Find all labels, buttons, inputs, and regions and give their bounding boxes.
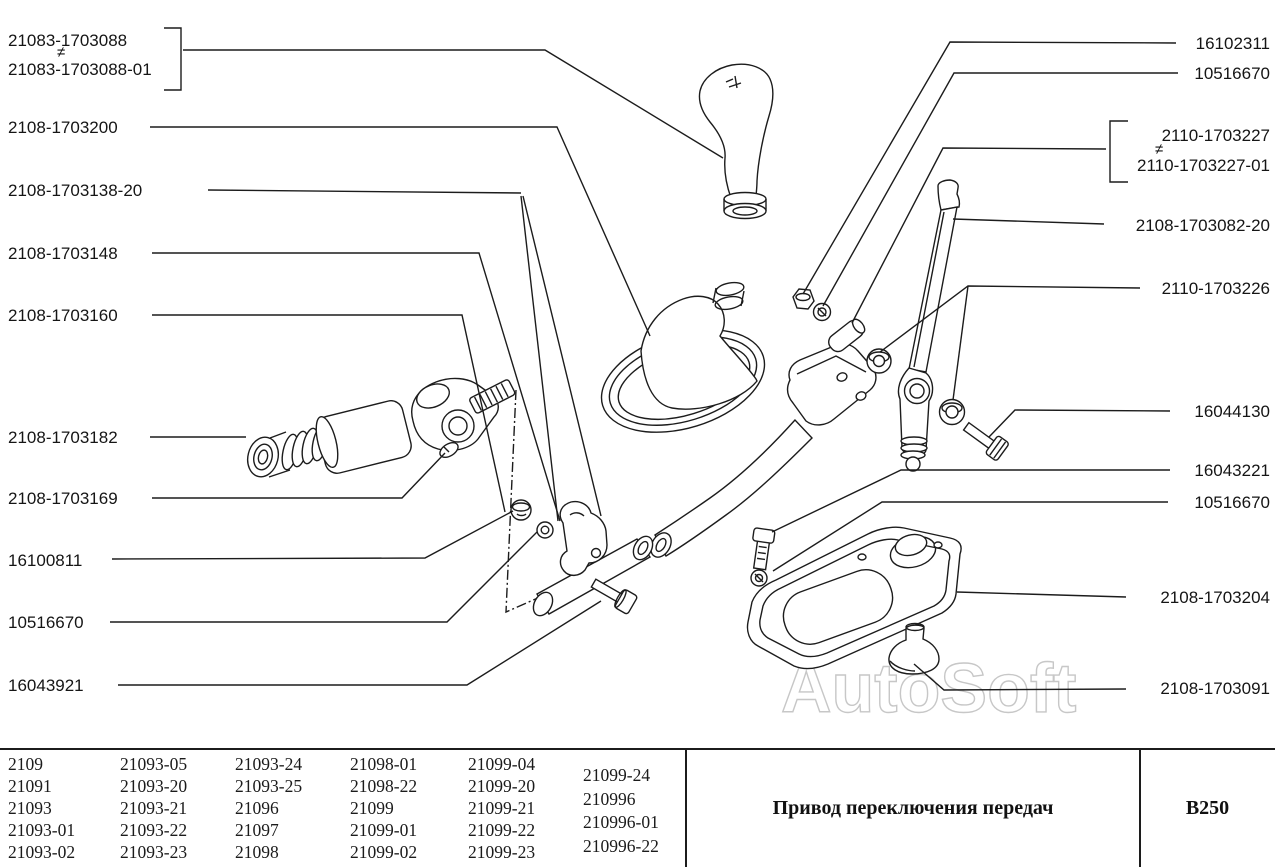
bolt-16043921-drawing bbox=[590, 578, 638, 615]
diagram-title: Привод переключения передач bbox=[772, 796, 1054, 819]
gear-knob-drawing bbox=[698, 63, 774, 220]
diagram-code: B250 bbox=[1185, 796, 1230, 819]
part-label: 21083-1703088 bbox=[8, 31, 128, 50]
part-label: 2108-1703138-20 bbox=[8, 181, 143, 200]
bolt-16044130-drawing bbox=[962, 421, 1009, 461]
table-cell: 21099-04 bbox=[468, 754, 536, 774]
rod-joint-assembly-drawing bbox=[246, 377, 516, 478]
table-column: 2109 21091 21093 21093-01 21093-02 bbox=[8, 753, 75, 863]
table-cell: 21098-01 bbox=[350, 754, 418, 774]
part-label: 10516670 bbox=[8, 613, 84, 632]
table-cell: 21093-22 bbox=[120, 820, 188, 840]
axis-centerline bbox=[505, 389, 541, 614]
fasteners-upper-drawing bbox=[792, 288, 1009, 461]
table-cell: 21093-02 bbox=[8, 842, 76, 862]
table-cell: 21093-21 bbox=[120, 798, 188, 818]
part-label: 16043921 bbox=[8, 676, 84, 695]
table-cell: 21099-24 bbox=[583, 765, 651, 785]
not-equal-symbol: ≠ bbox=[1155, 141, 1164, 158]
lower-rod-drawing bbox=[510, 499, 654, 617]
table-divider bbox=[1139, 749, 1141, 867]
table-column: 21093-24 21093-25 21096 21097 21098 bbox=[235, 753, 302, 863]
table-cell: 21096 bbox=[235, 798, 279, 818]
table-column: 21098-01 21098-22 21099 21099-01 21099-0… bbox=[350, 753, 417, 863]
label-brackets bbox=[164, 27, 1128, 183]
leader-lines-left bbox=[110, 49, 724, 686]
table-cell: 21093-23 bbox=[120, 842, 188, 862]
table-column: 21093-05 21093-20 21093-21 21093-22 2109… bbox=[120, 753, 187, 863]
table-cell: 21099-02 bbox=[350, 842, 418, 862]
table-cell: 210996-01 bbox=[583, 812, 659, 833]
table-cell: 21091 bbox=[8, 776, 52, 796]
not-equal-symbol: ≠ bbox=[57, 44, 66, 61]
table-cell: 21097 bbox=[235, 820, 279, 840]
table-cell: 210996-22 bbox=[583, 836, 659, 857]
shift-rod-drawing bbox=[650, 343, 877, 558]
table-cell: 21093-05 bbox=[120, 754, 188, 774]
base-plate-drawing bbox=[746, 526, 962, 670]
table-cell: 21099-23 bbox=[468, 842, 536, 862]
plate-bolt-drawing bbox=[750, 527, 776, 587]
table-cell: 2109 bbox=[8, 754, 43, 774]
leader-lines-right bbox=[771, 41, 1178, 691]
part-label: 16044130 bbox=[1194, 402, 1270, 421]
lever-boot-drawing bbox=[600, 281, 766, 433]
part-label: 16100811 bbox=[8, 551, 83, 570]
table-column: 21099-04 21099-20 21099-21 21099-22 2109… bbox=[468, 753, 535, 863]
part-label: 2108-1703182 bbox=[8, 428, 118, 447]
table-cell: 21099-21 bbox=[468, 798, 536, 818]
table-divider bbox=[685, 749, 687, 867]
part-label: 21083-1703088-01 bbox=[8, 60, 152, 79]
part-label: 2108-1703200 bbox=[8, 118, 118, 137]
part-label: 2108-1703082-20 bbox=[1135, 216, 1270, 235]
part-label: 10516670 bbox=[1194, 64, 1270, 83]
part-label: 2108-1703091 bbox=[1160, 679, 1270, 698]
table-cell: 21099-22 bbox=[468, 820, 536, 840]
grommet-drawing bbox=[888, 622, 940, 675]
part-label: 2110-1703227 bbox=[1161, 126, 1270, 145]
table-cell: 21093-24 bbox=[235, 754, 303, 774]
table-cell: 21099 bbox=[350, 798, 394, 818]
table-cell: 21093-25 bbox=[235, 776, 303, 796]
table-top-border bbox=[0, 748, 1275, 750]
damper-rod-drawing bbox=[897, 179, 961, 472]
table-cell: 210996 bbox=[583, 788, 636, 809]
part-label: 2108-1703160 bbox=[8, 306, 118, 325]
lever-shaft-drawing bbox=[520, 195, 602, 522]
part-label: 2108-1703204 bbox=[1160, 588, 1270, 607]
part-label: 2108-1703169 bbox=[8, 489, 118, 508]
part-label: 2110-1703226 bbox=[1161, 279, 1270, 298]
table-cell: 21099-20 bbox=[468, 776, 536, 796]
table-cell: 21098-22 bbox=[350, 776, 418, 796]
table-cell: 21093-20 bbox=[120, 776, 188, 796]
part-label: 10516670 bbox=[1194, 493, 1270, 512]
table-cell: 21099-01 bbox=[350, 820, 418, 840]
part-label: 2108-1703148 bbox=[8, 244, 118, 263]
table-cell: 21098 bbox=[235, 842, 279, 862]
part-label: 16043221 bbox=[1194, 461, 1270, 480]
part-label: 2110-1703227-01 bbox=[1137, 156, 1270, 175]
table-column: 21099-24 210996 210996-01 210996-22 bbox=[583, 764, 659, 859]
table-cell: 21093-01 bbox=[8, 820, 76, 840]
part-label: 16102311 bbox=[1195, 34, 1270, 53]
table-cell: 21093 bbox=[8, 798, 52, 818]
